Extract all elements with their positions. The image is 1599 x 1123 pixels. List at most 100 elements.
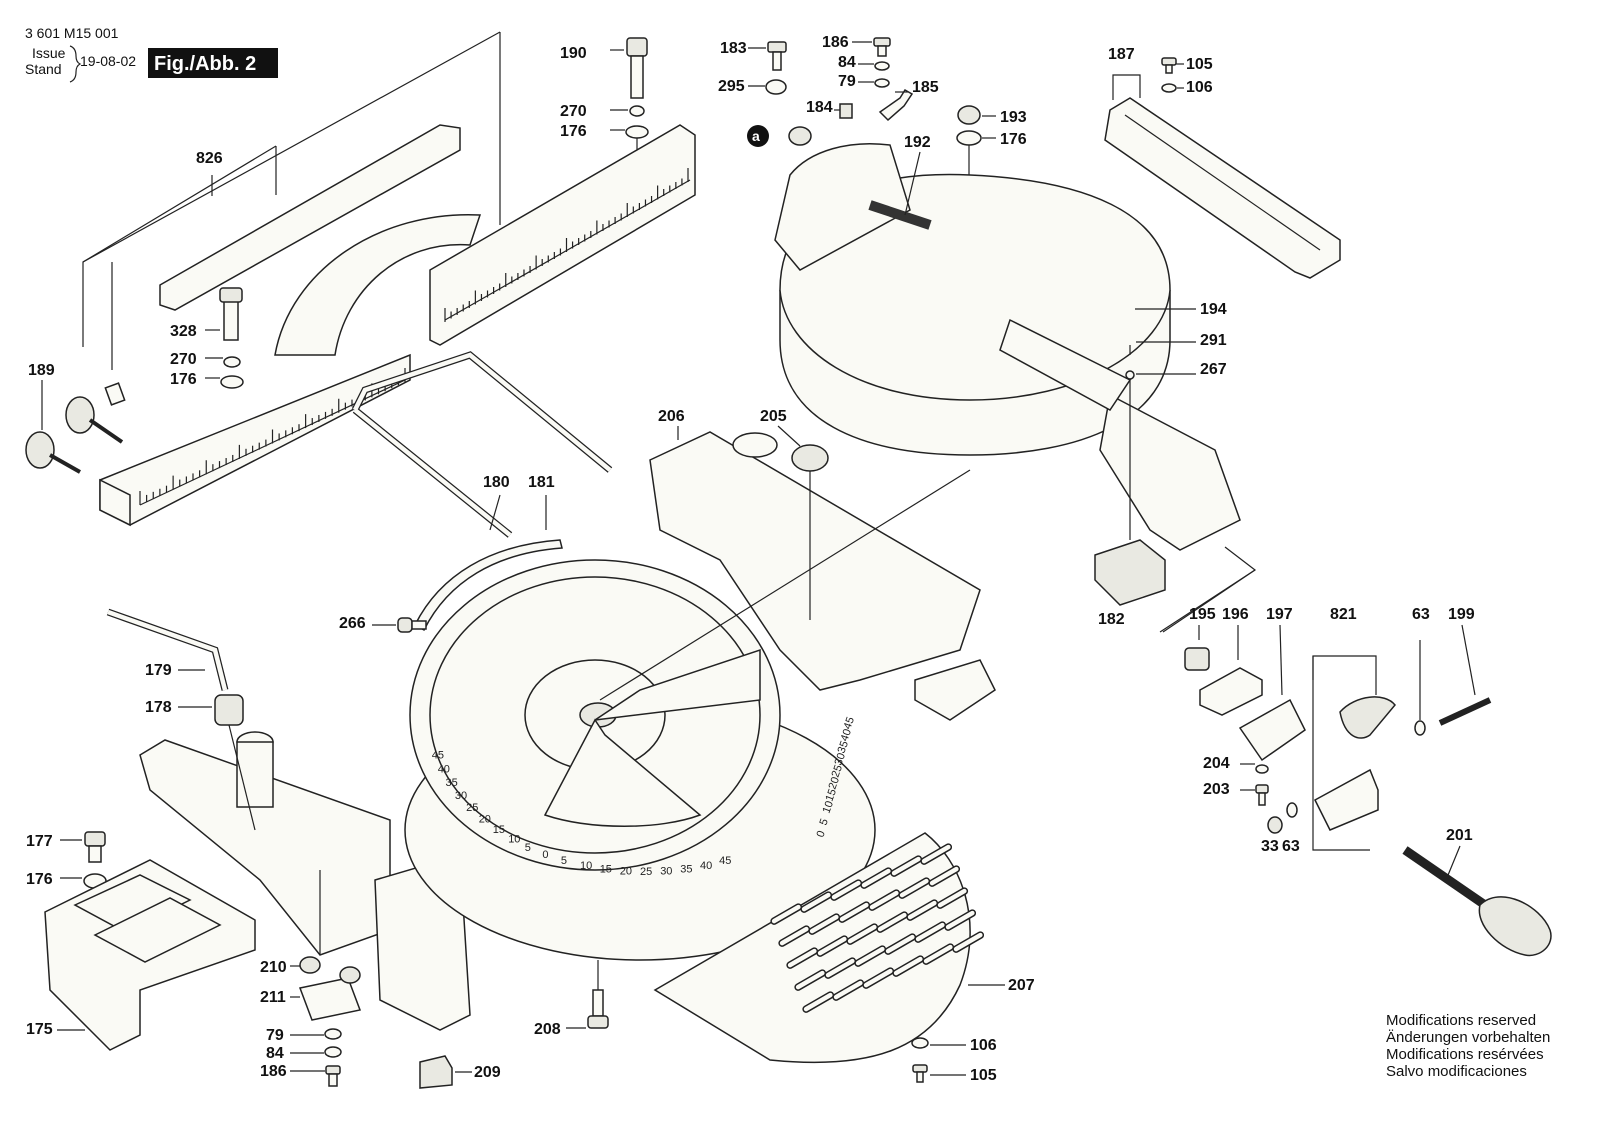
callout-179: 179 <box>145 662 172 679</box>
vent-slot <box>868 889 901 911</box>
callout-195: 195 <box>1189 606 1216 623</box>
bevel-scale-label: 25 <box>466 802 478 814</box>
bevel-scale-label: 5 <box>525 842 531 854</box>
nut-a <box>788 126 812 146</box>
nut-33 <box>1267 816 1283 834</box>
callout-210: 210 <box>260 959 287 976</box>
callout-295: 295 <box>718 78 745 95</box>
callout-63: 63 <box>1412 606 1430 623</box>
callout-205: 205 <box>760 408 787 425</box>
washer-204 <box>1255 764 1269 774</box>
bevel-scale-label: 15 <box>600 863 612 875</box>
callout-204: 204 <box>1203 755 1230 772</box>
leader-195-group <box>1162 569 1256 633</box>
callout-201: 201 <box>1446 827 1473 844</box>
washer-176-top <box>956 130 982 146</box>
stand-label: Stand <box>25 61 62 77</box>
leader-205 <box>777 425 801 447</box>
callout-leaders <box>57 41 1476 1076</box>
hex-key-179 <box>107 609 228 691</box>
block-195 <box>1184 647 1210 671</box>
vent-slot <box>922 943 955 965</box>
bevel-scale-label: 15 <box>493 824 505 836</box>
foot-209 <box>419 1055 453 1089</box>
callout-79: 79 <box>838 73 856 90</box>
issue-label: Issue <box>32 45 66 61</box>
callout-176: 176 <box>26 871 53 888</box>
callout-291: 291 <box>1200 332 1227 349</box>
callout-105: 105 <box>1186 56 1213 73</box>
callout-187: 187 <box>1108 46 1135 63</box>
washer-106-low <box>911 1037 929 1049</box>
callout-189: 189 <box>28 362 55 379</box>
bevel-scale-label: 40 <box>700 860 712 872</box>
vent-slot <box>928 865 961 887</box>
washer-79-top <box>874 78 890 88</box>
callout-207: 207 <box>1008 977 1035 994</box>
miter-scale-label: 10 <box>821 799 836 815</box>
leader-197 <box>1279 624 1283 696</box>
miter-scale-label: 25 <box>830 763 845 779</box>
callout-186: 186 <box>260 1063 287 1080</box>
screw-203 <box>1255 784 1269 806</box>
rail-187 <box>1104 97 1341 279</box>
fence-left-assembly <box>99 124 482 527</box>
screw-190 <box>626 37 648 99</box>
note-es: Salvo modificaciones <box>1386 1063 1527 1080</box>
issue-brace <box>69 45 82 83</box>
miter-scale-label: 35 <box>836 739 851 755</box>
vent-slot <box>936 887 969 909</box>
vent-slot <box>816 935 849 957</box>
washer-63-top <box>1414 720 1426 736</box>
bevel-scale-label: 0 <box>542 849 548 861</box>
callout-84: 84 <box>266 1045 284 1062</box>
vent-slot <box>786 947 819 969</box>
callout-175: 175 <box>26 1021 53 1038</box>
leader-199 <box>1461 624 1476 696</box>
cover-175 <box>44 859 256 1051</box>
plate-211 <box>298 977 362 1021</box>
bevel-scale-label: 25 <box>640 866 652 878</box>
callout-267: 267 <box>1200 361 1227 378</box>
screw-186-top <box>873 37 891 57</box>
callout-33: 33 <box>1261 838 1279 855</box>
callout-84: 84 <box>838 54 856 71</box>
bracket-187 <box>1112 74 1141 100</box>
callout-105: 105 <box>970 1067 997 1084</box>
base-206 <box>139 431 996 1031</box>
vent-slot <box>892 955 925 977</box>
miter-scale-label: 15 <box>824 787 839 803</box>
bracket-197 <box>1238 698 1306 762</box>
callout-203: 203 <box>1203 781 1230 798</box>
callout-186: 186 <box>822 34 849 51</box>
figure-badge <box>148 48 278 78</box>
callout-177: 177 <box>26 833 53 850</box>
screw-208 <box>587 989 609 1029</box>
knob-189-b <box>65 396 124 444</box>
callout-209: 209 <box>474 1064 501 1081</box>
callout-328: 328 <box>170 323 197 340</box>
lever-821 <box>1339 696 1396 739</box>
bracket-196 <box>1199 667 1263 716</box>
vent-slot <box>846 923 879 945</box>
vent-slot <box>770 903 803 925</box>
bevel-scale-label: 30 <box>660 865 672 877</box>
miter-scale-label: 30 <box>833 751 848 767</box>
fence-right-ruler-ticks <box>444 168 689 322</box>
note-en: Modifications reserved <box>1386 1012 1537 1029</box>
bevel-scale-label: 20 <box>620 865 632 877</box>
vent-slot <box>802 991 835 1013</box>
leader-194-drop <box>599 469 971 701</box>
modifications-note: Modifications reserved Änderungen vorbeh… <box>1386 1012 1550 1080</box>
callout-183: 183 <box>720 40 747 57</box>
screw-184 <box>839 103 853 119</box>
vent-slot <box>906 899 939 921</box>
bevel-scale-label: 45 <box>719 855 731 867</box>
vent-slot <box>914 921 947 943</box>
vent-slot <box>898 877 931 899</box>
bevel-scale-label: 20 <box>479 814 491 826</box>
note-de: Änderungen vorbehalten <box>1386 1029 1551 1046</box>
leader-821-group <box>1312 656 1370 851</box>
